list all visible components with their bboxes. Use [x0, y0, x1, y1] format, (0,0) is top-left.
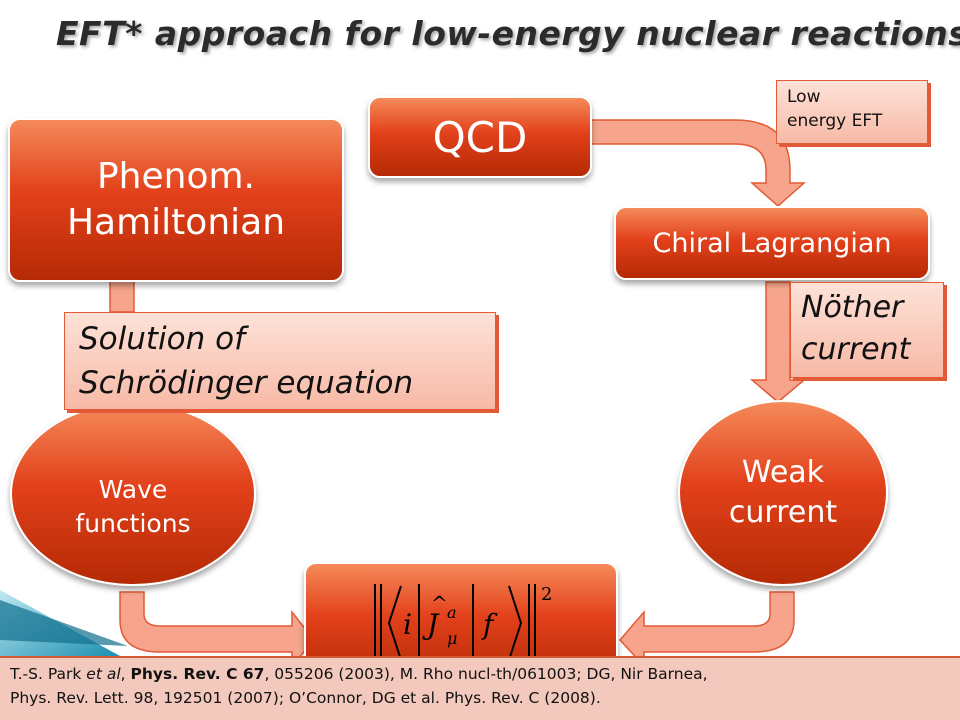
phenom-hamiltonian-line2: Hamiltonian — [66, 202, 286, 243]
weak-current-node: Weak current — [678, 400, 888, 586]
formula-f: f — [481, 608, 498, 641]
low-energy-eft-label: Low energy EFT — [776, 80, 928, 144]
wave-functions-line1: Wave — [98, 475, 168, 504]
weak-current-line1: Weak — [741, 455, 825, 490]
weak-current-line2: current — [728, 495, 838, 530]
wave-functions-line2: functions — [75, 509, 191, 538]
nother-current-label: Nöther current — [790, 282, 944, 378]
phenom-hamiltonian-node: Phenom. Hamiltonian — [8, 118, 344, 282]
arrow-qcd-to-chiral — [589, 119, 806, 208]
formula-operator-j: J — [422, 608, 440, 641]
formula-i: i — [403, 608, 412, 641]
chiral-lagrangian-node: Chiral Lagrangian — [614, 206, 930, 280]
schrodinger-solution-label: Solution of Schrödinger equation — [64, 312, 496, 410]
references-line1: T.-S. Park et al, Phys. Rev. C 67, 05520… — [10, 665, 708, 683]
references-box: T.-S. Park et al, Phys. Rev. C 67, 05520… — [0, 656, 960, 720]
schrodinger-solution-line1: Solution of — [79, 321, 246, 357]
qcd-node: QCD — [368, 96, 592, 178]
formula-sub-mu: μ — [447, 629, 457, 648]
matrix-element-formula: i J ^ a μ f 2 — [374, 584, 552, 662]
low-energy-eft-line2: energy EFT — [787, 111, 883, 131]
nother-current-line2: current — [801, 332, 911, 367]
arrow-wave-to-matrix — [119, 591, 315, 669]
qcd-node-label: QCD — [432, 112, 528, 162]
connector-pheno-to-wave — [109, 279, 135, 313]
formula-hat: ^ — [431, 591, 448, 615]
wave-functions-node: Wave functions — [10, 402, 256, 586]
formula-sup-a: a — [447, 603, 457, 622]
formula-power: 2 — [541, 584, 552, 605]
schrodinger-solution-line2: Schrödinger equation — [79, 365, 414, 401]
low-energy-eft-line1: Low — [787, 87, 821, 107]
references-line2: Phys. Rev. Lett. 98, 192501 (2007); O’Co… — [10, 689, 601, 707]
corner-swoosh-decoration — [0, 590, 128, 656]
slide-title: EFT* approach for low-energy nuclear rea… — [56, 14, 960, 53]
arrow-weak-to-matrix — [618, 591, 795, 668]
nother-current-line1: Nöther — [801, 290, 904, 325]
chiral-lagrangian-label: Chiral Lagrangian — [652, 227, 892, 259]
phenom-hamiltonian-line1: Phenom. — [96, 156, 255, 197]
